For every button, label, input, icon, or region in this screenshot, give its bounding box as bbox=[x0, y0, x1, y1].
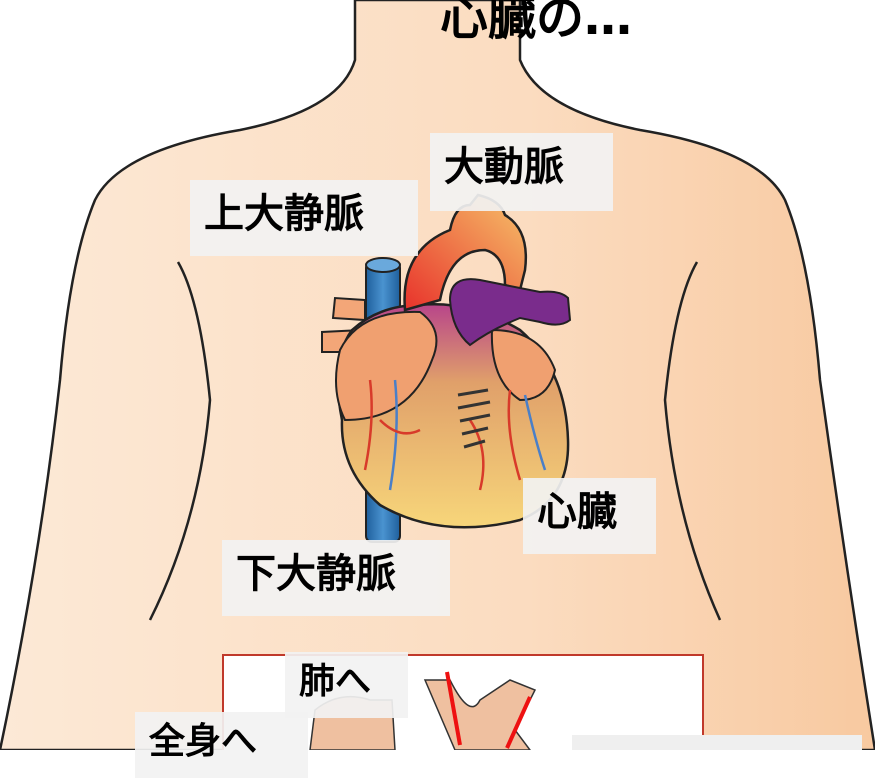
label-heart: 心臓 bbox=[523, 478, 656, 554]
vena-cava-opening bbox=[366, 258, 400, 272]
inset-grey-panel bbox=[572, 735, 862, 750]
body-illustration bbox=[0, 0, 875, 750]
label-inferior-vena-cava: 下大静脈 bbox=[222, 540, 450, 616]
label-to-whole-body: 全身へ bbox=[135, 712, 308, 778]
page-title: 心臓の… bbox=[440, 0, 632, 48]
label-aorta: 大動脈 bbox=[430, 133, 613, 211]
label-superior-vena-cava: 上大静脈 bbox=[190, 180, 418, 256]
label-to-lungs: 肺へ bbox=[285, 652, 408, 718]
diagram-stage: 心臓の… 大動脈 上大静脈 心臓 下大静脈 肺へ 全身へ bbox=[0, 0, 875, 750]
